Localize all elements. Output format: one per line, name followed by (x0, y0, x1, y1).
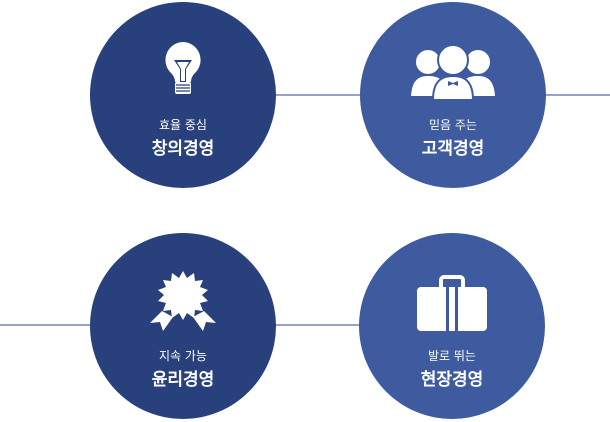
value-card-customer: 믿음 주는 고객경영 (360, 2, 546, 188)
value-card-field: 발로 뛰는 현장경영 (359, 233, 545, 419)
value-title: 현장경영 (420, 370, 484, 390)
value-subtitle: 발로 뛰는 (428, 349, 476, 363)
connector-line (0, 324, 95, 326)
value-title: 창의경영 (151, 139, 215, 159)
value-card-ethics: 지속 가능 윤리경영 (90, 233, 276, 419)
value-title: 고객경영 (421, 139, 485, 159)
connector-line (270, 94, 365, 96)
value-subtitle: 믿음 주는 (429, 118, 477, 132)
briefcase-icon (417, 275, 487, 331)
value-subtitle: 효율 중심 (159, 118, 207, 132)
award-badge-icon (150, 271, 216, 331)
people-icon (411, 44, 495, 100)
connector-line (270, 324, 365, 326)
value-card-creative: 효율 중심 창의경영 (90, 2, 276, 188)
value-title: 윤리경영 (151, 370, 215, 390)
value-subtitle: 지속 가능 (159, 349, 207, 363)
connector-line (540, 94, 610, 96)
lightbulb-icon (165, 42, 201, 94)
